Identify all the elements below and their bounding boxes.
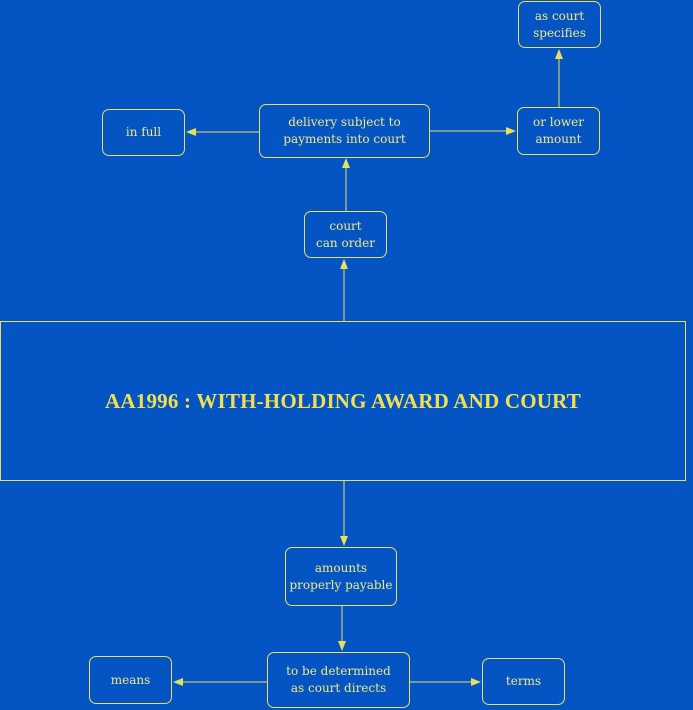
node-to-be-determined: to be determined as court directs — [267, 652, 410, 708]
node-or-lower-amount-line-1: or lower — [533, 115, 584, 129]
node-delivery-subject-line-1: delivery subject to — [288, 115, 401, 129]
node-amounts-line-2: properly payable — [289, 577, 393, 592]
node-to-be-determined-line-2: as court directs — [290, 681, 387, 695]
node-as-court-specifies: as court specifies — [518, 1, 601, 48]
node-court-can-order-line-1: court — [329, 218, 362, 233]
node-delivery-subject-line-2: payments into court — [283, 132, 406, 146]
node-court-can-order: court can order — [304, 211, 387, 258]
main-topic-box: AA1996 : WITH-HOLDING AWARD AND COURT — [0, 321, 686, 481]
node-or-lower-amount: or lower amount — [517, 107, 600, 155]
diagram-title: AA1996 : WITH-HOLDING AWARD AND COURT — [105, 388, 581, 413]
node-to-be-determined-line-1: to be determined — [286, 664, 391, 678]
node-means: means — [89, 656, 172, 704]
node-delivery-subject: delivery subject to payments into court — [259, 104, 430, 158]
node-amounts-properly-payable: amounts properly payable — [285, 547, 397, 606]
node-court-can-order-line-2: can order — [316, 235, 375, 250]
node-as-court-specifies-line-2: specifies — [533, 25, 586, 40]
node-or-lower-amount-line-2: amount — [535, 132, 582, 146]
node-in-full: in full — [102, 109, 185, 156]
node-terms-line-1: terms — [505, 674, 542, 688]
node-means-line-1: means — [110, 672, 151, 687]
node-as-court-specifies-line-1: as court — [534, 8, 585, 23]
node-terms: terms — [482, 658, 565, 705]
node-in-full-line-1: in full — [125, 125, 162, 139]
node-amounts-line-1: amounts — [314, 560, 368, 575]
